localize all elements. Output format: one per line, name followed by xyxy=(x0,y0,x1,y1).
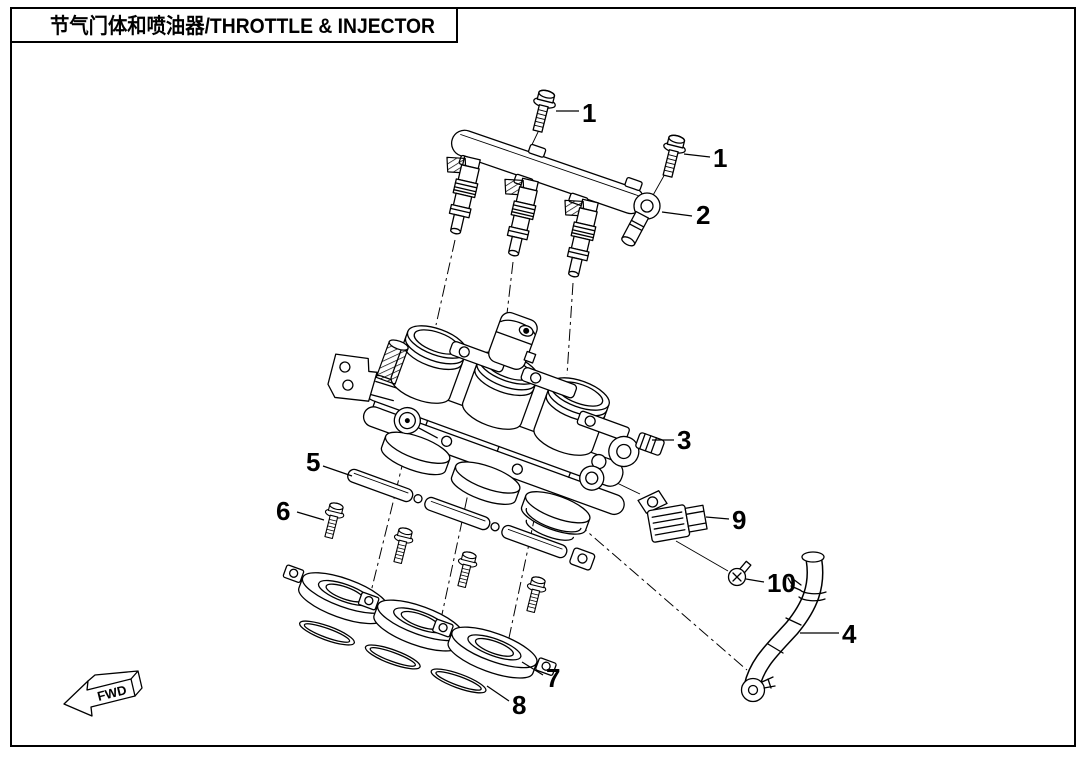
hose-clamp-top xyxy=(787,577,802,591)
throttle-body-assembly xyxy=(327,311,665,541)
title-box xyxy=(10,7,458,43)
fuel-rail-bolt-b xyxy=(656,132,689,180)
fuel-injector-1 xyxy=(430,151,484,237)
callout-labels: 1 1 2 3 4 5 6 7 8 9 10 xyxy=(276,98,857,720)
fwd-label: FWD xyxy=(96,682,128,704)
callout-8: 8 xyxy=(512,690,526,720)
throttle-position-sensor xyxy=(576,410,665,491)
callout-3: 3 xyxy=(677,425,691,455)
callout-5: 5 xyxy=(306,447,320,477)
breather-hose xyxy=(740,551,827,703)
callout-10: 10 xyxy=(767,568,796,598)
sensor-screw xyxy=(727,560,752,587)
fwd-arrow-marker: FWD xyxy=(63,670,143,717)
page-title: 节气门体和喷油器/THROTTLE & INJECTOR xyxy=(50,14,435,38)
callout-6: 6 xyxy=(276,496,290,526)
page-border xyxy=(10,7,1076,747)
callout-leaders xyxy=(296,110,839,702)
callout-7: 7 xyxy=(546,663,560,693)
callout-1a: 1 xyxy=(582,98,596,128)
callout-4: 4 xyxy=(842,619,857,649)
fuel-injector-2 xyxy=(488,173,542,259)
flange-bolt-3 xyxy=(452,549,480,590)
fuel-rail-bolt-a xyxy=(526,87,559,135)
callout-2: 2 xyxy=(696,200,710,230)
fuel-rail-outlet-nipple xyxy=(621,210,650,247)
flange-bolt-2 xyxy=(388,525,416,566)
throttle-gaskets xyxy=(347,468,596,571)
idle-air-control xyxy=(488,311,538,370)
fuel-rail xyxy=(450,129,661,247)
map-sensor xyxy=(637,490,708,543)
fuel-injector-3 xyxy=(548,194,602,280)
callout-1b: 1 xyxy=(713,143,727,173)
hose-clamp-bottom xyxy=(761,676,776,689)
callout-9: 9 xyxy=(732,505,746,535)
flange-bolt-4 xyxy=(521,574,549,615)
